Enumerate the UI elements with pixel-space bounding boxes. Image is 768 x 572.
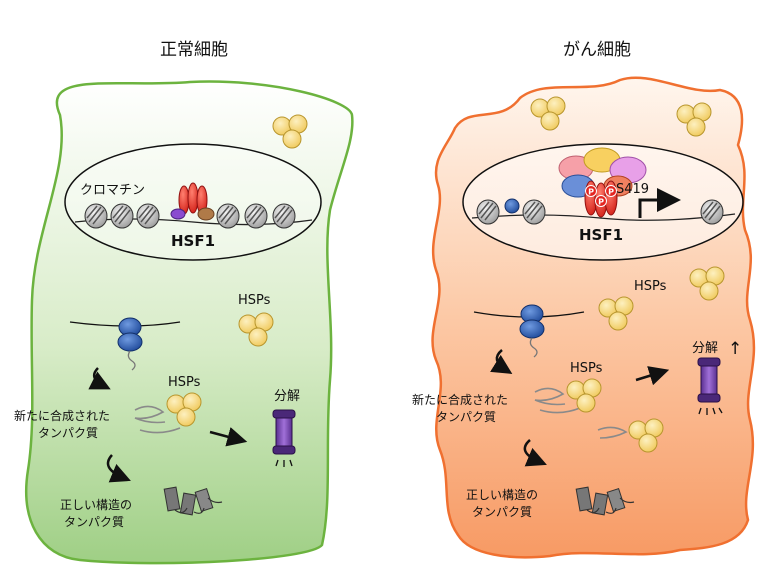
hsp-cluster-icon: [689, 266, 725, 301]
nascent-protein-label-line1: 新たに合成された: [14, 408, 110, 423]
phospho-site-label: S419: [616, 182, 649, 197]
hsp-cluster-icon: [530, 96, 566, 131]
hsps-label-mid: HSPs: [570, 361, 603, 376]
hsp-cluster-icon: [676, 102, 712, 137]
arrow-to-folding: [106, 454, 131, 483]
bound-factor-icon: [504, 198, 520, 214]
cancer-cell: がん細胞: [412, 40, 756, 559]
folded-protein-label-line2: タンパク質: [472, 504, 532, 519]
hsp-cluster-icon: [628, 418, 664, 453]
hsf1-icon: [170, 182, 215, 221]
folded-protein-label-line1: 正しい構造の: [466, 488, 538, 502]
normal-cell-title: 正常細胞: [160, 40, 228, 60]
nascent-protein-label-line1: 新たに合成された: [412, 392, 508, 407]
hsps-label-top: HSPs: [634, 279, 667, 294]
arrow-to-degradation: [209, 427, 248, 447]
folded-protein-label-line2: タンパク質: [64, 514, 124, 529]
degradation-label: 分解: [274, 389, 300, 404]
hsp-cluster-icon: [166, 392, 202, 427]
phospho-mark-icon: P: [605, 185, 617, 197]
degradation-label: 分解: [692, 341, 718, 356]
hsp-cluster-icon: [566, 378, 602, 413]
normal-cell: 正常細胞 クロマチン HSF1: [14, 40, 354, 565]
proteasome-icon: [697, 357, 723, 415]
nascent-chain: [134, 405, 181, 434]
ribosome-icon: [117, 317, 143, 371]
arrow-to-hsp: [490, 349, 513, 374]
normal-cell-membrane: [25, 80, 354, 565]
folded-protein-icon: [575, 486, 635, 516]
dna-strand: [471, 213, 736, 221]
folded-protein-label-line1: 正しい構造の: [60, 498, 132, 512]
hsf1-label: HSF1: [171, 232, 215, 250]
folded-protein-icon: [163, 486, 223, 516]
hsps-label-top: HSPs: [238, 293, 271, 308]
phospho-mark-icon: P: [585, 185, 597, 197]
increase-arrow: ↑: [728, 339, 742, 359]
nascent-protein-label-line2: タンパク質: [436, 409, 496, 424]
hsp-cluster-icon: [598, 296, 634, 331]
svg-text:P: P: [588, 188, 594, 197]
nucleosome-icon-group: [84, 203, 296, 229]
phospho-mark-icon: P: [595, 195, 607, 207]
arrow-to-hsp: [88, 367, 111, 390]
hsps-label-mid: HSPs: [168, 375, 201, 390]
nucleosome-icon-group: [476, 199, 724, 225]
hsf1-label: HSF1: [579, 226, 623, 244]
arrow-to-folding: [523, 439, 547, 467]
arrow-to-degradation: [635, 366, 670, 386]
proteasome-icon: [272, 409, 296, 467]
transcription-start-arrow: [638, 188, 681, 218]
svg-text:P: P: [608, 188, 614, 197]
cancer-cell-title: がん細胞: [563, 40, 631, 60]
ribosome-icon: [519, 304, 545, 358]
nascent-protein-label-line2: タンパク質: [38, 425, 98, 440]
hsp-cluster-icon: [238, 312, 274, 347]
hsp-cluster-icon: [272, 114, 308, 149]
nascent-chain: [534, 387, 581, 414]
nascent-chain: [597, 426, 628, 439]
svg-text:P: P: [598, 198, 604, 207]
chromatin-label: クロマチン: [80, 183, 145, 198]
